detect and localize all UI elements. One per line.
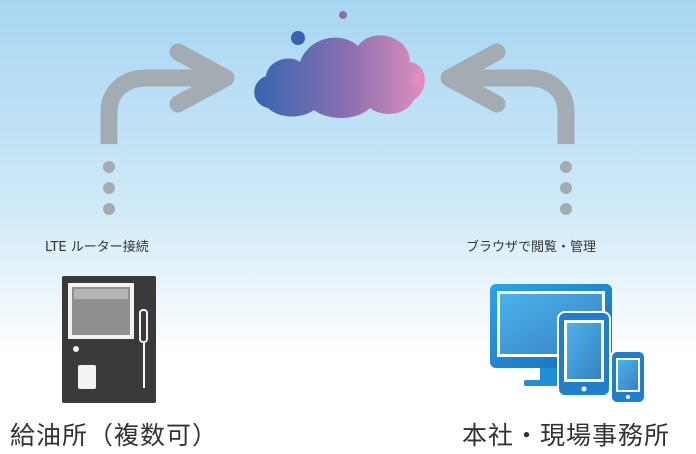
fuel-dispenser-icon [62, 276, 156, 403]
browser-view-manage-label: ブラウザで閲覧・管理 [466, 240, 597, 255]
download-arrow-right [440, 43, 575, 144]
dotted-connector-right [560, 161, 572, 215]
head-office-label: 本社・現場事務所 [462, 421, 671, 450]
gas-station-label: 給油所（複数可） [10, 421, 219, 450]
upload-arrow-left [100, 43, 235, 144]
lte-router-connection-label: LTE ルーター接続 [45, 240, 149, 255]
desktop-tablet-phone-icon [490, 284, 646, 404]
dotted-connector-left [103, 161, 115, 215]
cloud-icon [254, 11, 425, 118]
